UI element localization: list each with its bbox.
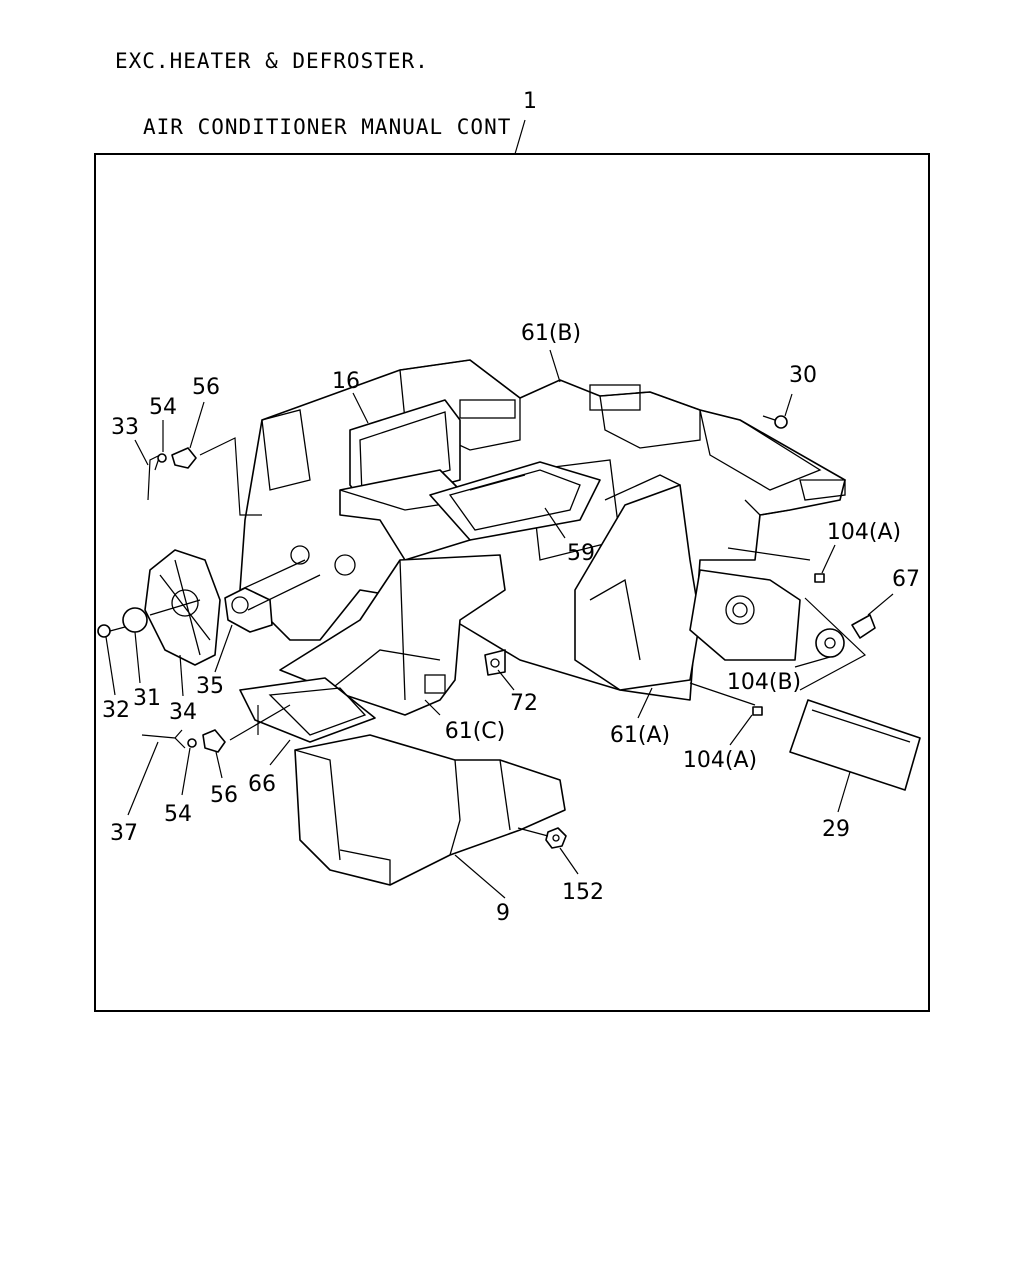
screw-32 xyxy=(97,624,126,638)
bracket-72 xyxy=(484,649,506,676)
diagram-header: EXC.HEATER & DEFROSTER. AIR CONDITIONER … xyxy=(115,6,511,160)
callout-34: 34 xyxy=(169,700,197,725)
callout-59: 59 xyxy=(567,541,595,566)
leader-lines xyxy=(105,119,894,899)
fan-disc-31 xyxy=(122,607,148,633)
callout-72: 72 xyxy=(510,691,538,716)
filter-66 xyxy=(239,677,376,743)
callout-54-bottom: 54 xyxy=(164,802,192,827)
callout-33: 33 xyxy=(111,415,139,440)
actuator-motor xyxy=(689,569,801,661)
header-line-1: EXC.HEATER & DEFROSTER. xyxy=(115,49,429,73)
callout-67: 67 xyxy=(892,567,920,592)
callout-56-top: 56 xyxy=(192,375,220,400)
bracket-line-top xyxy=(199,437,262,516)
callout-32: 32 xyxy=(102,698,130,723)
housing-guide-line xyxy=(689,682,756,706)
callout-61a: 61(A) xyxy=(610,723,670,748)
callout-1: 1 xyxy=(523,89,537,114)
lower-case-9 xyxy=(294,734,566,886)
callout-16: 16 xyxy=(332,369,360,394)
shaft-bushing-right xyxy=(334,554,356,576)
lever-56-bottom xyxy=(202,729,226,753)
motor-shaft xyxy=(239,559,321,611)
callout-104a-bottom: 104(A) xyxy=(683,748,757,773)
pin-104a-bottom xyxy=(752,706,763,716)
link-rod-37 xyxy=(141,729,186,749)
callout-152: 152 xyxy=(562,880,604,905)
nut-guide-line xyxy=(517,827,549,837)
shaft-bushing-left xyxy=(290,545,310,565)
callout-29: 29 xyxy=(822,817,850,842)
lever-56-top xyxy=(171,447,197,469)
pin-guide-line xyxy=(727,547,811,561)
callout-104a-top: 104(A) xyxy=(827,520,901,545)
grommet-guide-line xyxy=(799,597,867,691)
lower-duct-61c xyxy=(279,554,506,716)
callout-31: 31 xyxy=(133,686,161,711)
heater-core-29 xyxy=(789,699,921,791)
callout-61c: 61(C) xyxy=(445,719,506,744)
assembly-frame xyxy=(94,153,930,1012)
callout-37: 37 xyxy=(110,821,138,846)
bracket-line-bottom xyxy=(229,704,291,741)
callout-66: 66 xyxy=(248,772,276,797)
panel-59 xyxy=(429,461,601,541)
callout-56-bottom: 56 xyxy=(210,783,238,808)
callout-30: 30 xyxy=(789,363,817,388)
clip-54-bottom xyxy=(187,738,197,748)
screw-30 xyxy=(762,415,788,429)
clip-67 xyxy=(851,614,876,639)
callout-labels: 1 61(B) 16 56 54 33 30 104(A) 67 59 35 3… xyxy=(102,89,920,926)
callout-61b: 61(B) xyxy=(521,321,581,346)
callout-104b: 104(B) xyxy=(727,670,801,695)
callout-54-top: 54 xyxy=(149,395,177,420)
pin-104a-top xyxy=(814,573,825,583)
link-rod-33 xyxy=(147,453,162,501)
clip-54-top xyxy=(157,453,167,463)
fan-scroll-34 xyxy=(144,549,221,666)
callout-35: 35 xyxy=(196,674,224,699)
callout-9: 9 xyxy=(496,901,510,926)
grommet-104b xyxy=(815,628,845,658)
nut-152 xyxy=(545,827,567,849)
header-line-2: AIR CONDITIONER MANUAL CONT xyxy=(143,115,512,139)
